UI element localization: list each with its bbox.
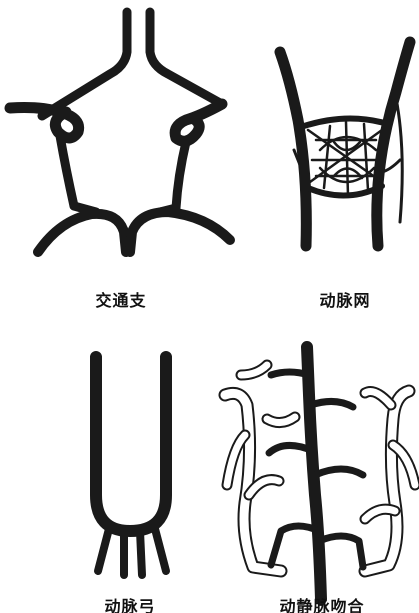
- arterial-network-panel: 动脉网: [250, 0, 419, 260]
- arteriovenous-anastomosis-diagram: [215, 335, 419, 613]
- caption-arterial-network: 动脉网: [310, 287, 380, 311]
- arterial-network-diagram: [250, 0, 419, 260]
- caption-communicating-branch: 交通支: [86, 287, 156, 311]
- arterial-arch-panel: 动脉弓: [60, 345, 200, 613]
- caption-arterial-arch: 动脉弓: [90, 593, 170, 613]
- communicating-branch-panel: 交通支: [0, 0, 230, 260]
- caption-arteriovenous-anastomosis: 动静脉吻合: [267, 593, 377, 613]
- arteriovenous-anastomosis-panel: 动静脉吻合: [215, 335, 419, 613]
- arterial-arch-diagram: [60, 345, 200, 613]
- communicating-branch-diagram: [0, 0, 230, 260]
